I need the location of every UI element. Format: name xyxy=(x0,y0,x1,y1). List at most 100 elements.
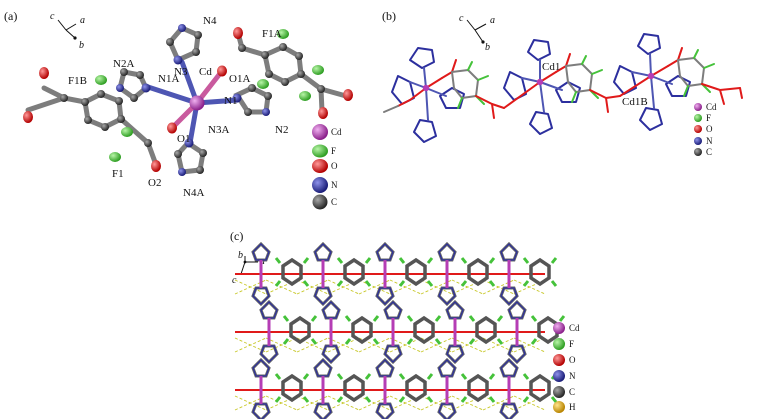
legend-b: Cd F O N C xyxy=(694,102,717,157)
imidazole-ring-n xyxy=(438,403,456,419)
fluorine-bond xyxy=(310,315,318,322)
panel-a: (a) c a b xyxy=(4,9,353,210)
axis-triad-a: c a b xyxy=(50,11,85,51)
legend-a-n: N xyxy=(331,180,338,190)
imidazole-ring-n xyxy=(500,403,518,419)
fluorine-bond xyxy=(336,396,344,403)
fluorine-bond xyxy=(274,280,282,287)
fluorine-bond xyxy=(426,257,434,264)
fluorine-bond xyxy=(550,396,558,403)
label-o1a: O1A xyxy=(229,73,250,85)
atom-labels-a: N4 N3 Cd F1A N2A N1A O1A F1B N1 N2 O1 N3… xyxy=(68,15,288,199)
imidazole-ring-n xyxy=(314,403,332,419)
panel-c: (c) b a c Cd F O N C H xyxy=(230,229,580,419)
hbond-line xyxy=(265,279,298,295)
hbond-line xyxy=(482,337,515,353)
fluorine-bond xyxy=(522,396,530,403)
fluorine-bond xyxy=(460,280,468,287)
imidazole-ring-n xyxy=(376,243,394,261)
imidazole-ring-n xyxy=(252,287,270,305)
fluorine-bond xyxy=(302,396,310,403)
legend-c-o: O xyxy=(569,355,576,365)
benzene-ring xyxy=(289,315,311,345)
hbond-line xyxy=(513,395,546,411)
legend-c-f-swatch xyxy=(553,338,565,350)
label-cd1b: Cd1B xyxy=(622,96,648,108)
hbond-line xyxy=(358,395,391,411)
imidazole-ring-n xyxy=(438,243,456,261)
hbond-line xyxy=(513,279,546,295)
axis-a-c: c xyxy=(50,11,55,22)
legend-b-o-swatch xyxy=(694,125,702,133)
legend-a-n-swatch xyxy=(312,177,328,193)
fluorine-bond xyxy=(558,315,566,322)
imidazole-ring-n xyxy=(438,359,456,377)
fluorine-bond xyxy=(406,315,414,322)
fluorine-bond xyxy=(372,315,380,322)
fluorine-bond xyxy=(398,257,406,264)
fluorine-bond xyxy=(302,257,310,264)
legend-c-c: C xyxy=(569,387,575,397)
label-n2: N2 xyxy=(275,124,288,136)
imidazole-ring-n xyxy=(314,243,332,261)
axis-a-a: a xyxy=(80,15,85,26)
fluorine-bond xyxy=(302,373,310,380)
axis-c-c: c xyxy=(232,275,237,286)
benzene-ring xyxy=(529,257,551,287)
imidazole-ring-n xyxy=(322,345,340,363)
imidazole-ring-n xyxy=(500,359,518,377)
fluorine-bond xyxy=(302,280,310,287)
imidazole-ring-n xyxy=(314,287,332,305)
fluorine-bond xyxy=(460,373,468,380)
imidazole-ring-n xyxy=(252,359,270,377)
hbond-line xyxy=(234,337,267,353)
benzene-ring xyxy=(281,373,303,403)
benzene-ring xyxy=(351,315,373,345)
fluorine-bond xyxy=(344,338,352,345)
axis-b-b: b xyxy=(485,42,490,53)
imidazole-ring-n xyxy=(376,287,394,305)
benzene-ring xyxy=(281,257,303,287)
fluorine-bond xyxy=(426,373,434,380)
fluorine-bond xyxy=(434,315,442,322)
fluorine-bond xyxy=(364,373,372,380)
hbond-line xyxy=(389,279,422,295)
legend-a-cd-swatch xyxy=(312,124,328,140)
fluorine-bond xyxy=(364,257,372,264)
hbond-line xyxy=(327,395,360,411)
fluorine-bond xyxy=(460,396,468,403)
benzene-ring xyxy=(467,257,489,287)
fluorine-bond xyxy=(522,280,530,287)
legend-a-c: C xyxy=(331,197,337,207)
fluorine-bond xyxy=(282,315,290,322)
hbond-line xyxy=(234,279,267,295)
fluorine-bond xyxy=(336,257,344,264)
fluorine-bond xyxy=(274,373,282,380)
fluorine-bond xyxy=(426,396,434,403)
legend-c-h-swatch xyxy=(553,401,565,413)
fluorine-bond xyxy=(336,280,344,287)
label-f1: F1 xyxy=(112,168,124,180)
legend-c-o-swatch xyxy=(553,354,565,366)
axis-c-b: b xyxy=(238,250,243,261)
fluorine-bond xyxy=(398,396,406,403)
imidazole-ring-n xyxy=(376,359,394,377)
imidazole-ring-n xyxy=(260,301,278,319)
hbond-line xyxy=(389,337,422,353)
fluorine-bond xyxy=(522,257,530,264)
legend-b-cd-swatch xyxy=(694,103,702,111)
benzene-ring xyxy=(413,315,435,345)
legend-c-n-swatch xyxy=(553,370,565,382)
fluorine-bond xyxy=(460,257,468,264)
fluorine-bond xyxy=(488,257,496,264)
fluorine-bond xyxy=(282,338,290,345)
label-cd: Cd xyxy=(199,66,212,78)
benzene-ring xyxy=(405,257,427,287)
panel-b-label: (b) xyxy=(382,9,396,23)
hbond-line xyxy=(482,279,515,295)
legend-a-f: F xyxy=(331,146,336,156)
hbond-line xyxy=(420,337,453,353)
imidazole-ring-n xyxy=(322,301,340,319)
axis-triad-b: c a b xyxy=(459,13,495,53)
legend-c-cd: Cd xyxy=(569,323,580,333)
